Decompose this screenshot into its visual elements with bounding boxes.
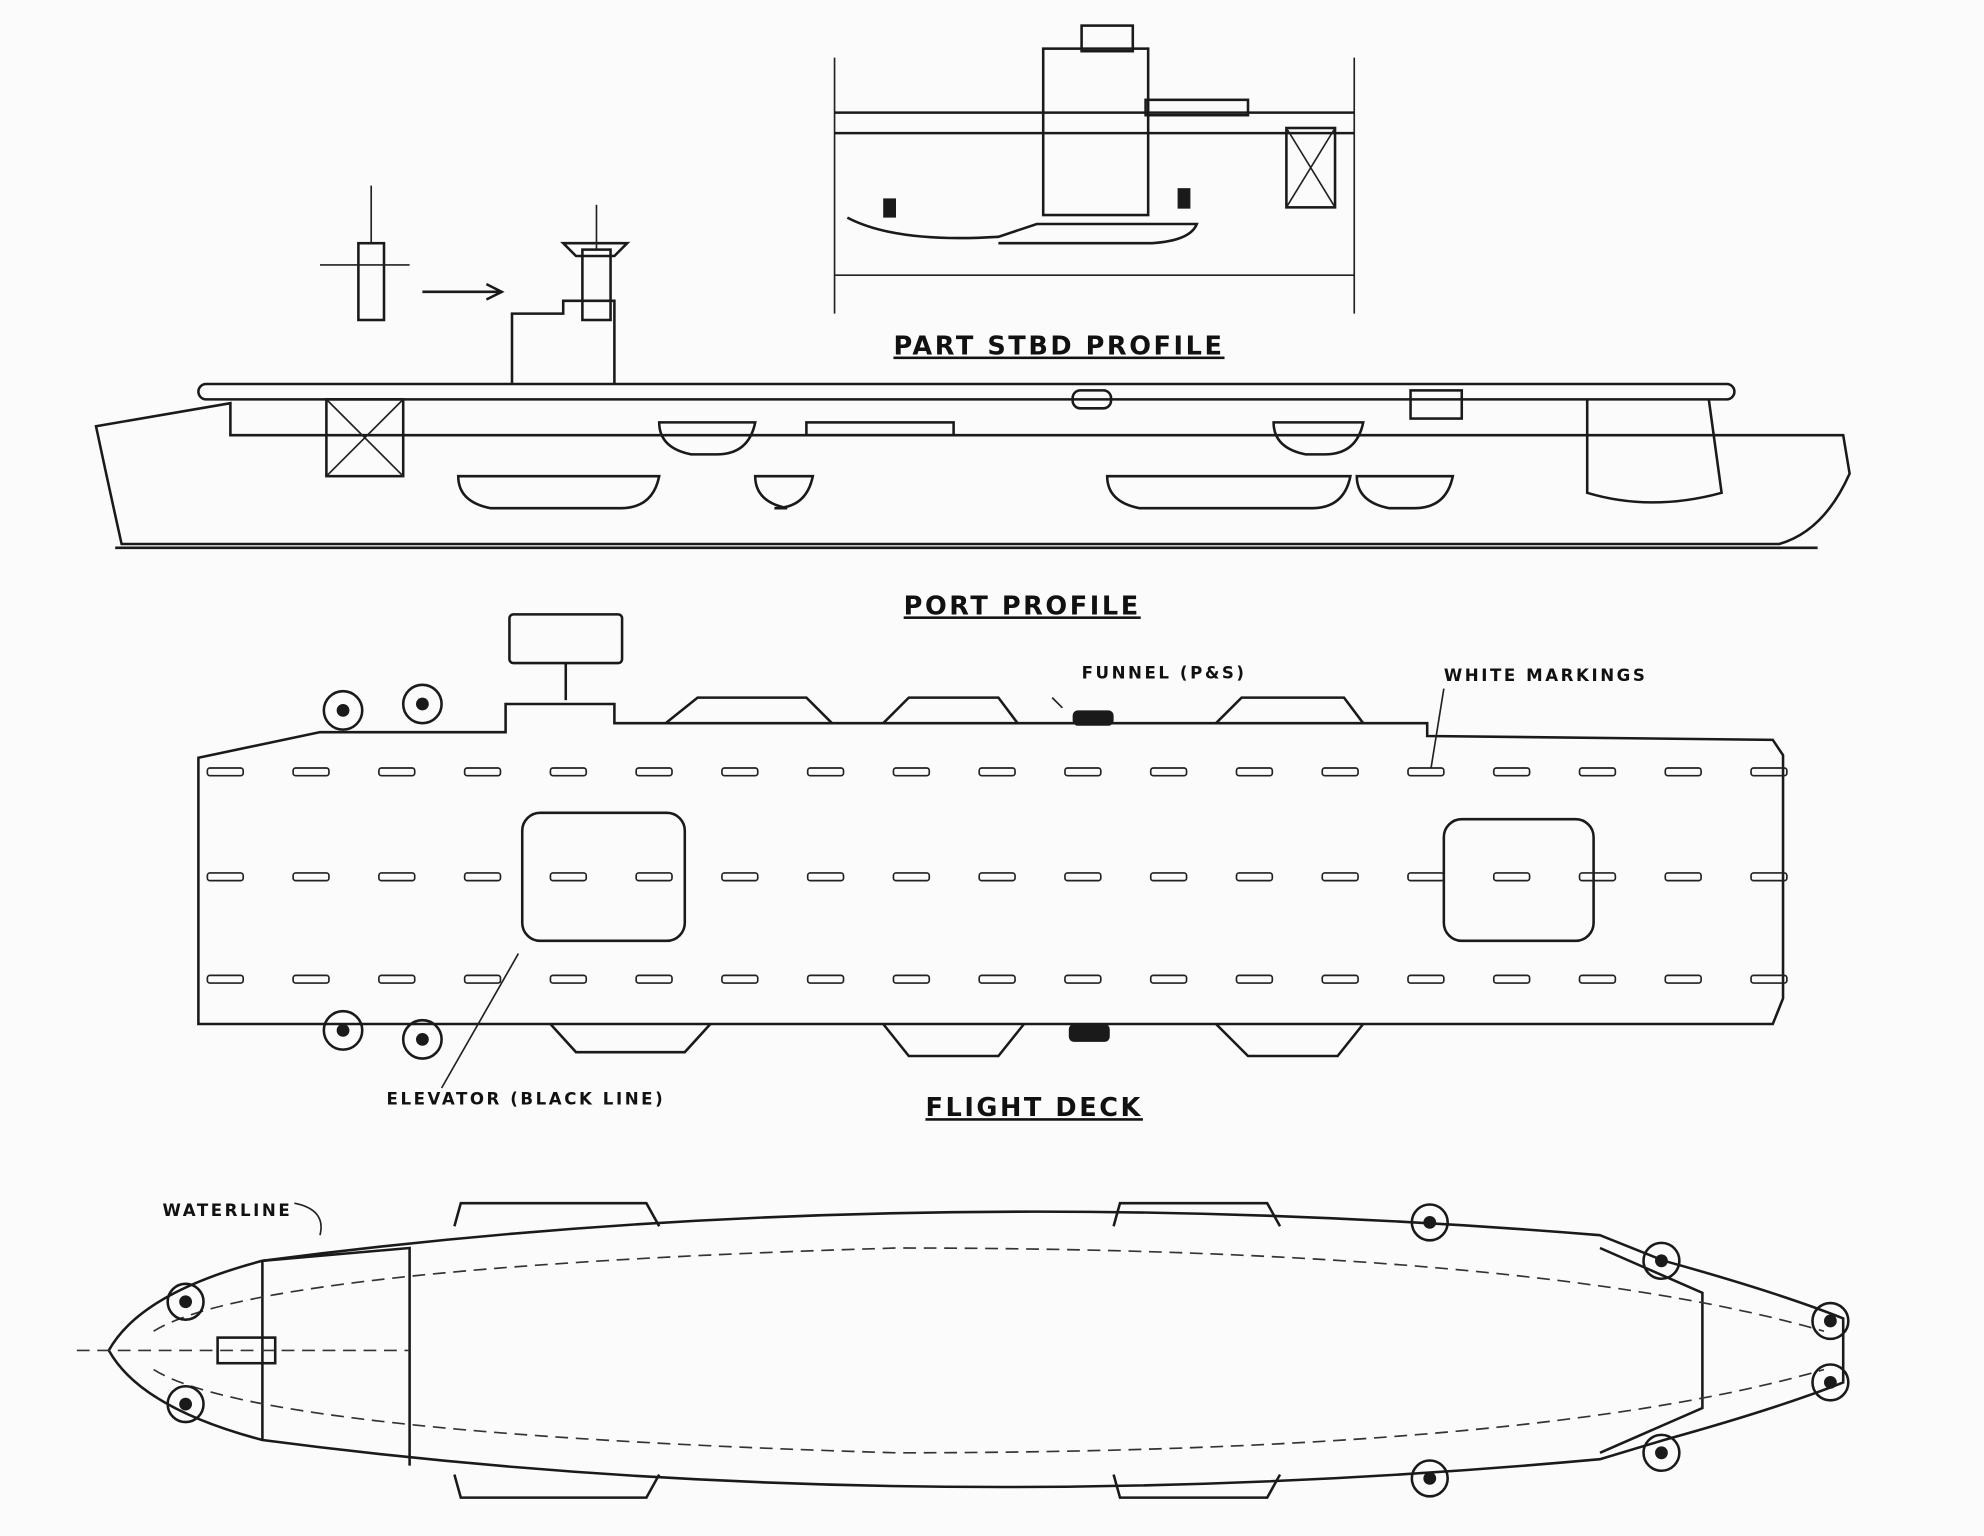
part-stbd-profile-title: PART STBD PROFILE [893, 332, 1224, 362]
gun-tub [1811, 1301, 1850, 1341]
deck-marking [292, 767, 330, 777]
deck-marking [1149, 872, 1188, 882]
waterline-label: WATERLINE [163, 1201, 293, 1220]
deck-marking [635, 974, 673, 984]
deck-marking [1492, 872, 1531, 882]
deck-marking [1235, 767, 1274, 777]
gun-mount [336, 704, 350, 717]
deck-marking [1321, 974, 1359, 984]
deck-marking [1664, 767, 1702, 777]
deck-marking [1664, 974, 1702, 984]
deck-marking [1750, 974, 1788, 984]
deck-marking [206, 872, 245, 882]
deck-marking [1321, 767, 1359, 777]
deck-marking [463, 974, 502, 984]
deck-marking [806, 767, 845, 777]
deck-marking [1750, 872, 1788, 882]
gun-mount [1655, 1254, 1668, 1268]
deck-marking [1235, 974, 1274, 984]
flight-deck-title: FLIGHT DECK [925, 1093, 1142, 1123]
gun-mount [1824, 1314, 1837, 1328]
deck-marking [1492, 974, 1531, 984]
deck-marking [1750, 767, 1788, 777]
deck-marking [1064, 767, 1102, 777]
gun-mount [416, 1032, 429, 1046]
gun-tub [322, 689, 364, 731]
boat [456, 474, 661, 510]
deck-marking [1407, 974, 1445, 984]
gun-tub [1642, 1241, 1681, 1280]
boat [1355, 474, 1455, 510]
deck-marking [206, 767, 245, 777]
deck-marking [892, 872, 931, 882]
deck-marking [978, 767, 1016, 777]
gun-tub [166, 1282, 205, 1321]
boat [657, 421, 757, 456]
deck-marking [978, 872, 1016, 882]
hull-plan-drawing [76, 683, 1850, 1499]
deck-marking [1407, 767, 1445, 777]
gun-tub [1410, 1459, 1449, 1498]
deck-marking [721, 872, 759, 882]
deck-marking [1235, 872, 1274, 882]
deck-marking [892, 767, 931, 777]
white-markings-label: WHITE MARKINGS [1444, 666, 1648, 685]
deck-marking [1321, 872, 1359, 882]
deck-marking [378, 872, 416, 882]
deck-marking [1407, 872, 1445, 882]
gun-mount [1423, 1472, 1437, 1485]
gun-tub [166, 1384, 205, 1424]
funnel-label: FUNNEL (P&S) [1082, 663, 1247, 682]
deck-marking [892, 974, 931, 984]
boat [1272, 421, 1365, 456]
deck-marking [721, 974, 759, 984]
gun-mount [1423, 1216, 1437, 1229]
deck-marking [978, 974, 1016, 984]
gun-mount [336, 1024, 350, 1037]
deck-marking [463, 872, 502, 882]
gun-tub [322, 1009, 364, 1051]
gun-tub [1811, 1363, 1850, 1402]
deck-marking [292, 974, 330, 984]
deck-marking [1064, 974, 1102, 984]
deck-marking [1664, 872, 1702, 882]
gun-tub [401, 1018, 443, 1060]
boat [1105, 474, 1352, 510]
deck-marking [806, 974, 845, 984]
deck-marking [1578, 872, 1617, 882]
deck-marking [1064, 872, 1102, 882]
gun-tub [1642, 1433, 1681, 1472]
deck-marking [378, 974, 416, 984]
deck-marking [806, 872, 845, 882]
deck-marking [378, 767, 416, 777]
deck-marking [1578, 767, 1617, 777]
deck-marking [1149, 974, 1188, 984]
deck-marking [463, 767, 502, 777]
port-profile-title: PORT PROFILE [904, 591, 1141, 621]
deck-marking [549, 872, 588, 882]
deck-marking [1578, 974, 1617, 984]
gun-tub [401, 683, 443, 725]
deck-marking [1492, 767, 1531, 777]
gun-mount [179, 1397, 192, 1411]
boat [753, 474, 815, 510]
deck-marking [549, 974, 588, 984]
gun-mount [1655, 1446, 1668, 1460]
gun-mount [416, 697, 429, 711]
deck-marking [635, 872, 673, 882]
port-profile-drawing [94, 185, 1851, 550]
deck-marking [1149, 767, 1188, 777]
deck-marking [549, 767, 588, 777]
deck-marking [635, 767, 673, 777]
gun-mount [1824, 1376, 1837, 1389]
deck-marking [721, 767, 759, 777]
elevator-label: ELEVATOR (BLACK LINE) [387, 1090, 666, 1109]
gun-mount [179, 1295, 192, 1309]
gun-tub [1410, 1203, 1449, 1242]
deck-marking [292, 872, 330, 882]
flight-deck-drawing [197, 613, 1788, 1089]
deck-marking [206, 974, 245, 984]
part-stbd-profile-drawing [833, 24, 1356, 314]
